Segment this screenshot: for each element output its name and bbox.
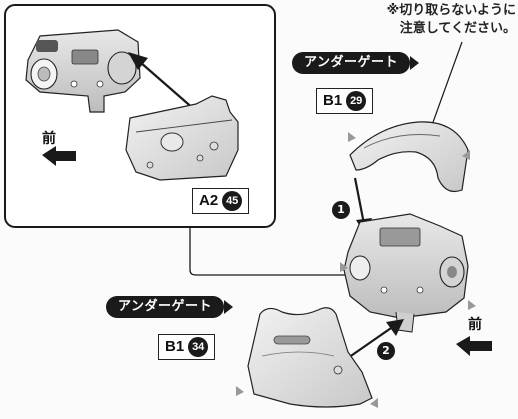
top-part-code: B1 (323, 92, 343, 109)
detail-front-label: 前 (42, 131, 56, 147)
detail-housing (25, 29, 141, 113)
bottom-part-label: B1 34 (158, 334, 216, 360)
bottom-runner-label: アンダーゲート (106, 296, 233, 318)
bottom-part-code: B1 (165, 338, 185, 355)
step2-arrow (344, 319, 404, 361)
detail-insert-part (125, 95, 239, 181)
top-part-number: 29 (346, 91, 367, 111)
leader-line (189, 228, 350, 276)
main-front-arrow (456, 336, 492, 356)
note-leader-line (431, 41, 463, 126)
detail-part-label: A2 45 (192, 188, 250, 214)
bottom-runner-label-text: アンダーゲート (118, 299, 212, 314)
detail-front-arrow (42, 146, 76, 166)
cut-caution-note: ※切り取らないように 注意してください。 (386, 3, 516, 36)
top-runner-label: アンダーゲート (292, 52, 419, 74)
detail-part-number: 45 (222, 191, 243, 211)
top-cover-part (348, 121, 470, 193)
bottom-part-number: 34 (188, 337, 209, 357)
bottom-cover-part (236, 307, 378, 408)
detail-part-code: A2 (199, 192, 219, 209)
detail-insert-arrow (128, 52, 196, 111)
step-2-badge: 2 (377, 342, 395, 360)
top-part-label: B1 29 (316, 88, 374, 114)
top-runner-label-text: アンダーゲート (304, 55, 398, 70)
assembled-body (340, 213, 476, 333)
step-1-badge: 1 (332, 201, 350, 219)
main-front-label: 前 (468, 317, 482, 333)
